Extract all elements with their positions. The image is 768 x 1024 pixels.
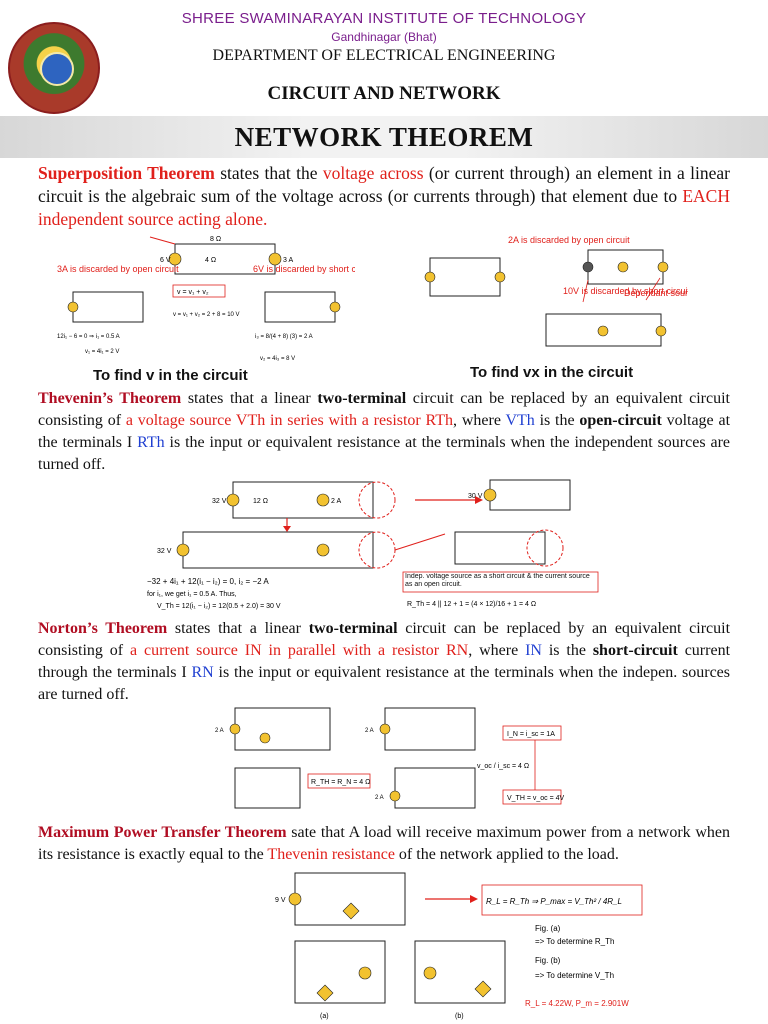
text-span-red: voltage across <box>322 163 424 183</box>
text-span: is the input or equivalent resistance at… <box>38 664 731 703</box>
svg-text:8 Ω: 8 Ω <box>210 236 221 243</box>
institute-name: SHREE SWAMINARAYAN INSTITUTE OF TECHNOLO… <box>181 10 587 27</box>
text-span-blue: IN <box>525 642 542 659</box>
svg-text:6 V: 6 V <box>160 257 171 264</box>
superposition-figure-right: 2A is discarded by open circuit 10V is d… <box>424 236 688 347</box>
svg-text:2 A: 2 A <box>375 795 384 801</box>
max-power-formula: R_L = R_Th ⇒ P_max = V_Th² / 4R_L <box>486 897 622 906</box>
equation: −32 + 4i₁ + 12(i₁ − i₂) = 0, i₂ = −2 A <box>147 577 269 586</box>
text-span-blue: RTh <box>132 434 165 451</box>
text-span: of the network applied to the load. <box>394 846 619 863</box>
equation: v₁ = 4i₁ = 2 V <box>85 349 119 355</box>
svg-text:9 V: 9 V <box>275 897 286 904</box>
text-span: circuit can be replaced by an equivalent… <box>38 390 731 429</box>
thevenin-term: Thevenin’s Theorem <box>38 390 182 407</box>
thevenin-paragraph: Thevenin’s Theorem states that a linear … <box>38 388 730 476</box>
fig-note: 10V is discarded by short circuit <box>563 286 688 296</box>
equation: v = v₁ + v₂ = 2 + 8 = 10 V <box>173 312 240 318</box>
svg-text:32 V: 32 V <box>212 498 227 505</box>
fig-note: 2A is discarded by open circuit <box>508 236 630 245</box>
sub-fig-a: (a) <box>320 1013 329 1020</box>
fig-note: 3A is discarded by open circuit <box>57 264 179 274</box>
equation: V_Th = 12(i₁ − i₂) = 12(0.5 + 2.0) = 30 … <box>157 603 281 610</box>
equation: 12i₁ − 6 = 0 ⇒ i₁ = 0.5 A <box>57 334 120 340</box>
equation: v₂ = 4i₃ = 8 V <box>260 356 295 362</box>
svg-text:32 V: 32 V <box>157 548 172 555</box>
svg-text:12 Ω: 12 Ω <box>253 498 268 505</box>
norton-term: Norton’s Theorem <box>38 620 168 637</box>
text-span: is the input or equivalent resistance at… <box>38 434 731 473</box>
thevenin-figure: 32 V 12 Ω 2 A 30 V 32 V −32 + 4i₁ + 12(i… <box>147 479 599 610</box>
fig-a-desc: => To determine R_Th <box>535 937 614 946</box>
svg-text:2 A: 2 A <box>215 728 224 734</box>
text-span: states that the <box>214 163 323 183</box>
text-span-red: EACH independent source acting alone. <box>38 186 730 229</box>
text-span: sate that A load will receive maximum po… <box>38 824 730 863</box>
text-span-red: a voltage source VTh in series with a re… <box>125 412 454 429</box>
max-power-result: R_L = 4.22W, P_m = 2.901W <box>525 999 629 1008</box>
equation: for i₁, we get i₁ = 0.5 A. Thus, <box>147 591 237 598</box>
text-span-red: Thevenin resistance <box>267 846 395 863</box>
text-span: I <box>126 434 133 451</box>
institute-logo <box>8 22 100 114</box>
svg-text:4 Ω: 4 Ω <box>205 257 216 264</box>
text-span: , where <box>468 642 526 659</box>
svg-text:3 A: 3 A <box>283 257 293 264</box>
norton-ratio: v_oc / i_sc = 4 Ω <box>477 763 529 770</box>
caption-superposition-right: To find vx in the circuit <box>470 364 634 381</box>
superposition-term: Superposition Theorem <box>38 163 215 183</box>
svg-text:30 V: 30 V <box>468 493 483 500</box>
fig-b-desc: => To determine V_Th <box>535 971 614 980</box>
fig-b-label: Fig. (b) <box>535 956 561 965</box>
text-span: (or current through) an element in a lin… <box>38 163 730 206</box>
formula-v: v = v₁ + v₂ <box>177 289 209 296</box>
max-power-paragraph: Maximum Power Transfer Theorem sate that… <box>38 822 730 866</box>
superposition-figure-left: 8 Ω 4 Ω 6 V 3 A 3A is discarded by open … <box>57 236 355 362</box>
norton-in: I_N = i_sc = 1A <box>507 731 555 738</box>
equation: R_Th = 4 || 12 + 1 = (4 × 12)/16 + 1 = 4… <box>407 601 536 608</box>
department-name: DEPARTMENT OF ELECTRICAL ENGINEERING <box>212 47 556 64</box>
caption-superposition-left: To find v in the circuit <box>93 367 248 384</box>
text-span: is the <box>534 412 580 429</box>
text-span-bold: two-terminal <box>308 620 398 637</box>
fig-a-label: Fig. (a) <box>535 924 561 933</box>
text-span: I <box>181 664 187 681</box>
equation: i₃ = 8/(4 + 8) (3) = 2 A <box>255 334 313 340</box>
text-span: voltage at the terminals <box>38 412 731 451</box>
text-span: , where <box>453 412 506 429</box>
subject-title: CIRCUIT AND NETWORK <box>267 83 501 104</box>
text-span: circuit can be replaced by an equivalent… <box>38 620 731 659</box>
page-title: NETWORK THEOREM <box>234 122 534 152</box>
fig-note: Dependant source keep unchanged <box>624 288 688 298</box>
text-span-bold: short-circuit <box>592 642 678 659</box>
text-span-blue: VTh <box>505 412 535 429</box>
norton-figure: I_N = i_sc = 1A R_TH = R_N = 4 Ω V_TH = … <box>215 707 565 809</box>
svg-text:2 A: 2 A <box>365 728 374 734</box>
norton-rth: R_TH = R_N = 4 Ω <box>311 779 370 786</box>
title-band <box>0 116 768 158</box>
logo-globe <box>40 52 74 86</box>
fig-note: 6V is discarded by short circuit <box>253 264 355 274</box>
thevenin-note-box: Indep. voltage source as a short circuit… <box>405 573 590 588</box>
text-span: states that a linear <box>167 620 309 637</box>
superposition-paragraph: Superposition Theorem states that the vo… <box>38 162 730 231</box>
svg-text:2 A: 2 A <box>331 498 341 505</box>
text-span: states that a linear <box>181 390 318 407</box>
max-power-figure: R_L = R_Th ⇒ P_max = V_Th² / 4R_L 9 V Fi… <box>275 872 643 1020</box>
norton-vth: V_TH = v_oc = 4V <box>507 795 565 802</box>
text-span-bold: open-circuit <box>579 412 662 429</box>
institute-place: Gandhinagar (Bhat) <box>331 30 437 44</box>
max-power-term: Maximum Power Transfer Theorem <box>38 824 287 841</box>
norton-paragraph: Norton’s Theorem states that a linear tw… <box>38 618 730 706</box>
text-span: is the <box>541 642 593 659</box>
text-span-bold: two-terminal <box>317 390 407 407</box>
text-span-blue: RN <box>186 664 214 681</box>
text-span: current through the terminals <box>38 642 731 681</box>
sub-fig-b: (b) <box>455 1013 464 1020</box>
text-span-red: a current source IN in parallel with a r… <box>129 642 469 659</box>
